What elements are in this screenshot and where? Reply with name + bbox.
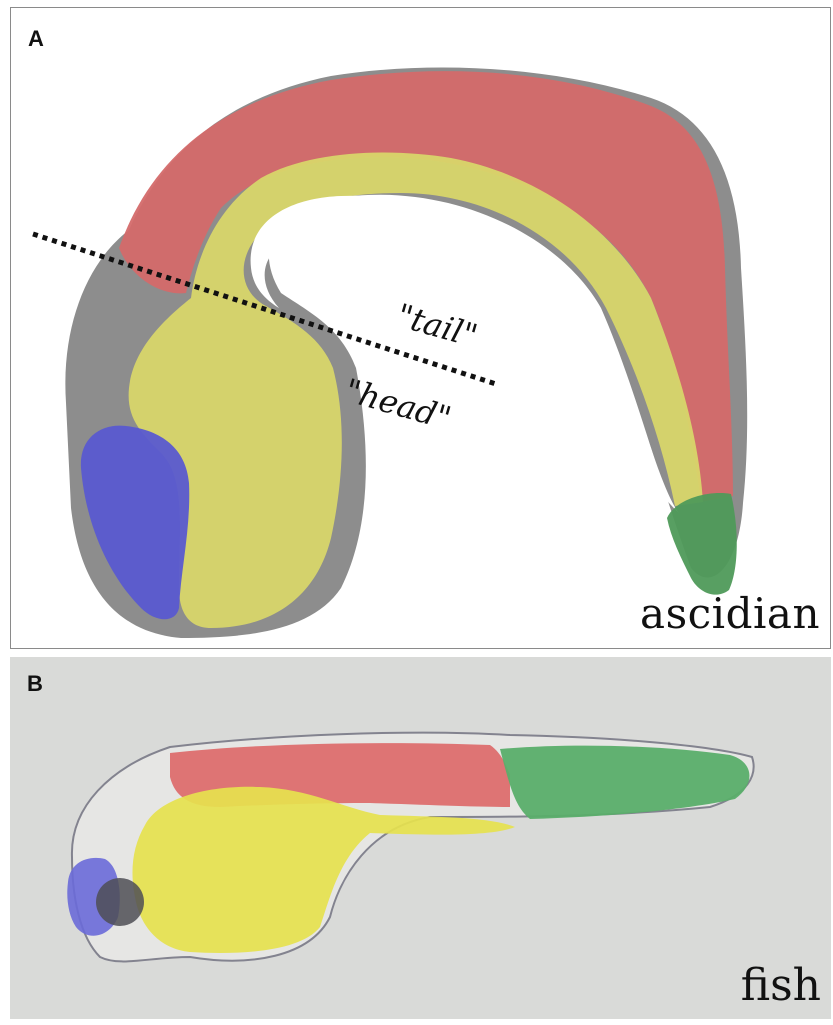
fish-green-region (500, 746, 749, 819)
ascidian-blue-region (81, 426, 189, 620)
panel-b: B fish (10, 657, 831, 1019)
fish-eye-icon (96, 878, 144, 926)
organism-label-fish: fish (741, 960, 821, 1011)
panel-letter-b: B (27, 671, 43, 697)
organism-label-ascidian: ascidian (640, 589, 820, 638)
fish-embryo-image (10, 657, 831, 1019)
panel-letter-a: A (28, 26, 44, 52)
ascidian-green-region (667, 493, 737, 595)
panel-a: A "tail" "head" ascidian (10, 7, 831, 649)
